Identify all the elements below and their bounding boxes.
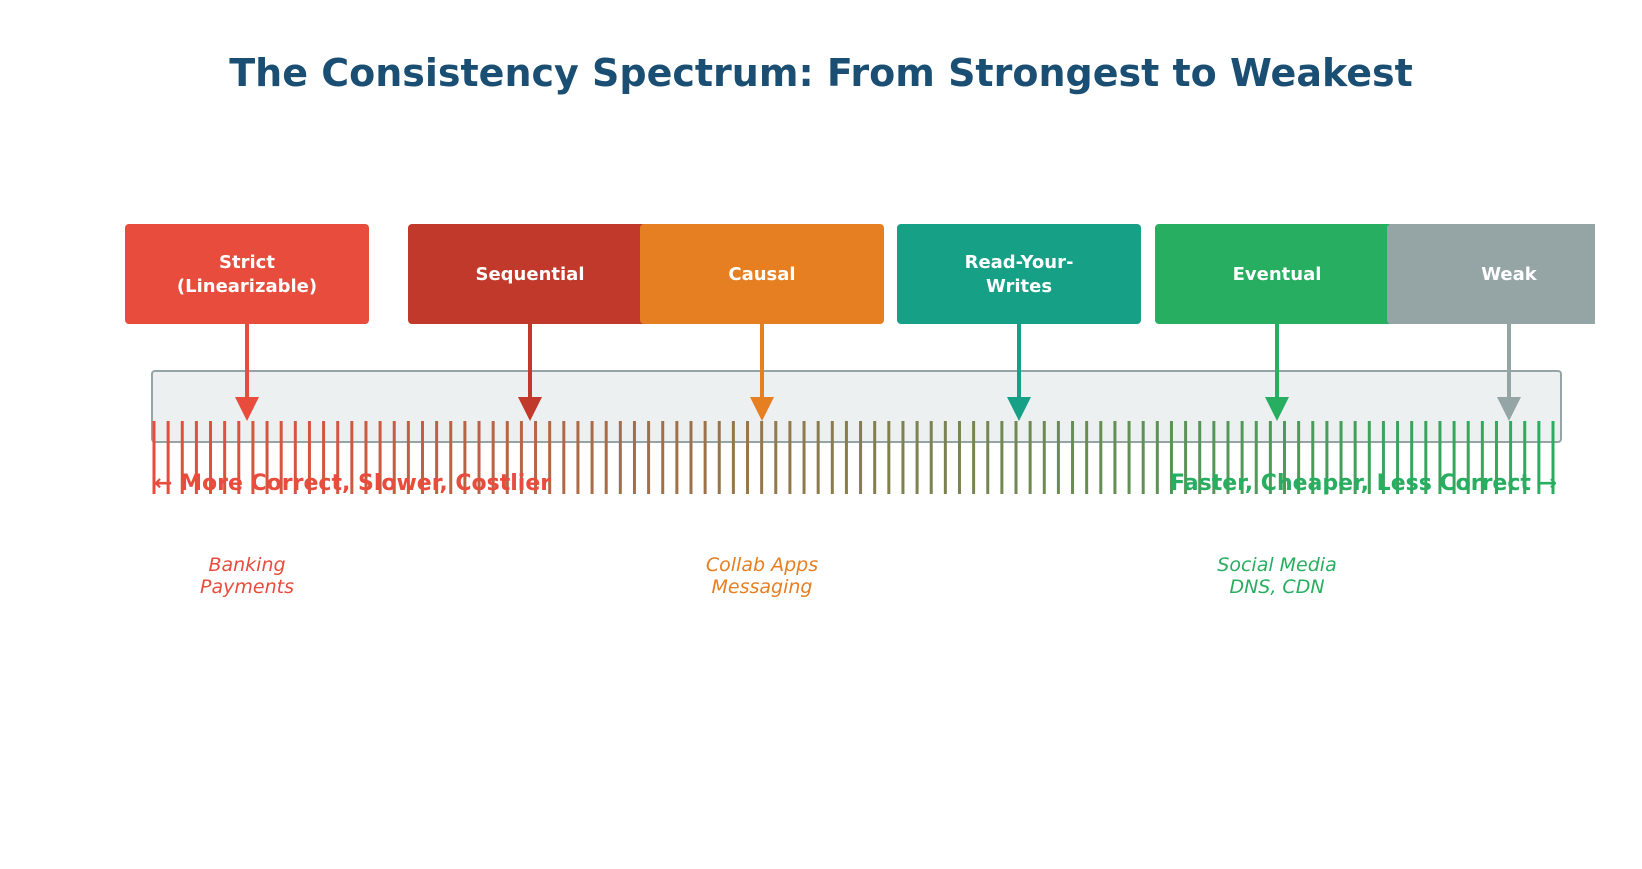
example-caption-line: Collab Apps xyxy=(706,554,818,576)
consistency-levels: Strict (Linearizable) Sequential Causal Read… xyxy=(125,224,1595,421)
example-caption-line: Messaging xyxy=(712,576,813,598)
level-label-line: Strict xyxy=(219,252,275,273)
level-arrow-head xyxy=(235,397,259,421)
axis-caption-left: ← More Correct, Slower, Costlier xyxy=(154,471,551,496)
diagram-title: The Consistency Spectrum: From Strongest… xyxy=(229,51,1413,95)
level-read-your-writes: Read-Your- Writes xyxy=(897,224,1141,421)
level-box xyxy=(640,224,884,324)
level-arrow-head xyxy=(1497,397,1521,421)
example-caption-line: Payments xyxy=(200,576,294,598)
level-label-line: Eventual xyxy=(1233,264,1322,285)
level-weak: Weak xyxy=(1387,224,1595,421)
level-label-line: Causal xyxy=(728,264,795,285)
level-label-line: Weak xyxy=(1481,264,1538,285)
example-caption-line: DNS, CDN xyxy=(1229,576,1324,598)
level-causal: Causal xyxy=(640,224,884,421)
level-eventual: Eventual xyxy=(1155,224,1399,421)
example-caption-line: Social Media xyxy=(1217,554,1336,576)
level-label-line: (Linearizable) xyxy=(177,276,317,297)
level-arrow-head xyxy=(750,397,774,421)
spectrum-gradient-ticks xyxy=(152,421,1555,494)
level-sequential: Sequential xyxy=(408,224,652,421)
level-arrow-head xyxy=(1007,397,1031,421)
level-box xyxy=(125,224,369,324)
level-label-line: Writes xyxy=(986,276,1052,297)
level-label-line: Read-Your- xyxy=(965,252,1074,273)
spectrum-bar xyxy=(151,370,1562,443)
level-box xyxy=(1387,224,1595,324)
level-box xyxy=(408,224,652,324)
level-box xyxy=(1155,224,1399,324)
axis-caption-right: Faster, Cheaper, Less Correct → xyxy=(1170,471,1557,496)
level-arrow-head xyxy=(518,397,542,421)
level-arrow-head xyxy=(1265,397,1289,421)
example-caption-line: Banking xyxy=(208,554,285,576)
level-box xyxy=(897,224,1141,324)
level-strict-linearizable: Strict (Linearizable) xyxy=(125,224,369,421)
level-label-line: Sequential xyxy=(476,264,585,285)
